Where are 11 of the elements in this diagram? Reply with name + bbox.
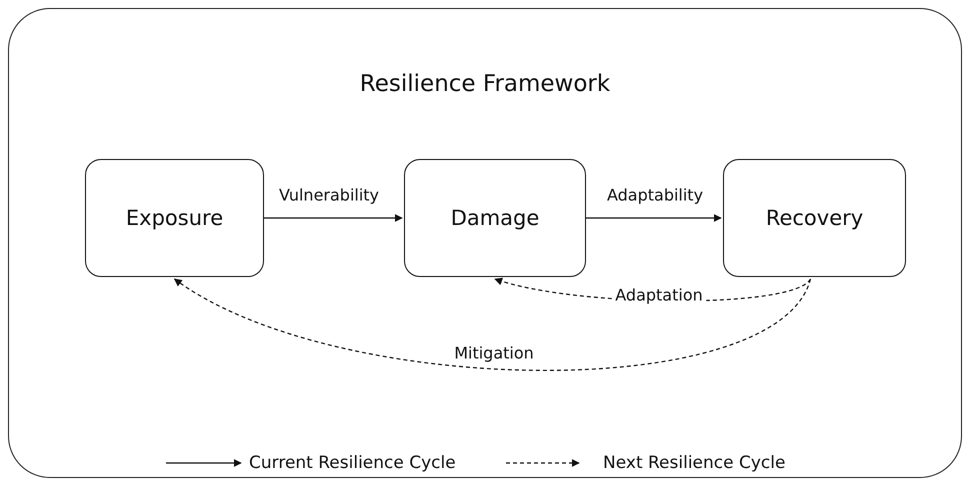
process-box: Exposure [85,159,264,277]
arrow [586,214,722,222]
process-box: Recovery [723,159,906,277]
rounded-frame [8,8,962,478]
frame-title: Resilience Framework [360,71,610,97]
arrow [174,278,812,371]
edge-label: Adaptation [612,286,706,304]
legend-label: Current Resilience Cycle [249,453,456,473]
process-box: Damage [404,159,586,277]
legend-label: Next Resilience Cycle [603,453,786,473]
arrow [264,214,403,222]
